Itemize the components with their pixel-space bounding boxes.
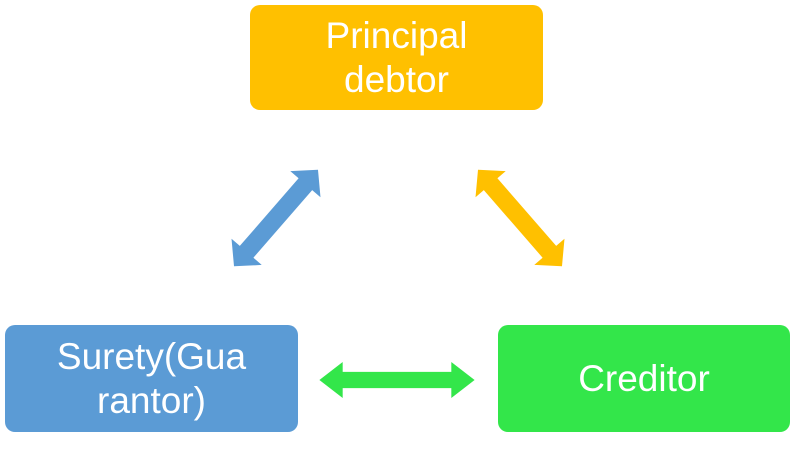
node-label: rantor) xyxy=(97,379,206,421)
surety-creditor-arrow xyxy=(319,362,475,398)
creditor-node: Creditor xyxy=(498,325,790,432)
node-label: Creditor xyxy=(578,357,710,399)
node-label: Principal xyxy=(325,14,468,56)
surety-node: Surety(Gua rantor) xyxy=(5,325,298,432)
node-label: Surety(Gua xyxy=(56,335,247,377)
surety-debtor-arrow xyxy=(218,156,334,280)
principal-debtor-node: Principal debtor xyxy=(250,5,543,110)
node-label: debtor xyxy=(344,58,449,100)
debtor-creditor-arrow xyxy=(462,156,578,280)
